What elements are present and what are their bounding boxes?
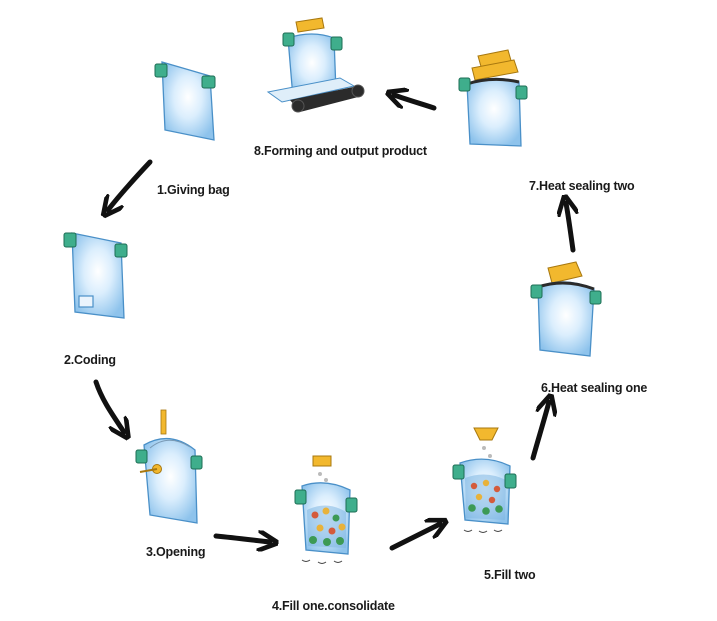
bag-fill-one xyxy=(294,455,358,564)
sealing-jaw-two-lower xyxy=(471,59,519,81)
step-6-label: 6.Heat sealing one xyxy=(541,381,648,395)
arrow-6-to-7 xyxy=(566,203,573,253)
bag-forming-output xyxy=(266,17,365,113)
output-conveyor xyxy=(266,77,365,113)
step-4-label: 4.Fill one.consolidate xyxy=(272,599,395,613)
step-1-label: 1.Giving bag xyxy=(157,183,230,197)
bag-giving xyxy=(154,61,216,141)
bag-heat-seal-two xyxy=(458,49,528,147)
bag-fill-two xyxy=(452,427,517,533)
arrow-3-to-4 xyxy=(213,536,270,542)
fill-funnel-two xyxy=(473,427,499,441)
bag-clip-right xyxy=(201,75,216,89)
opening-suction-rod xyxy=(160,409,167,435)
fill-funnel xyxy=(312,455,332,467)
bag-coding xyxy=(63,232,128,319)
coding-stamp xyxy=(78,295,94,308)
step-5-label: 5.Fill two xyxy=(484,568,536,582)
step-2-label: 2.Coding xyxy=(64,353,116,367)
arrow-2-to-3 xyxy=(93,379,124,432)
arrow-1-to-2 xyxy=(108,159,153,210)
sealing-jaw-one xyxy=(547,261,583,284)
bag-heat-seal-one xyxy=(530,261,602,357)
step-3-label: 3.Opening xyxy=(146,545,206,559)
bag-opening xyxy=(135,409,203,524)
arrow-7-to-8 xyxy=(394,95,437,111)
bag-clip-left xyxy=(154,63,168,78)
forming-jaw xyxy=(295,17,325,33)
arrow-4-to-5 xyxy=(389,524,440,551)
step-8-label: 8.Forming and output product xyxy=(254,144,427,158)
step-7-label: 7.Heat sealing two xyxy=(529,179,635,193)
arrow-5-to-6 xyxy=(530,402,549,461)
